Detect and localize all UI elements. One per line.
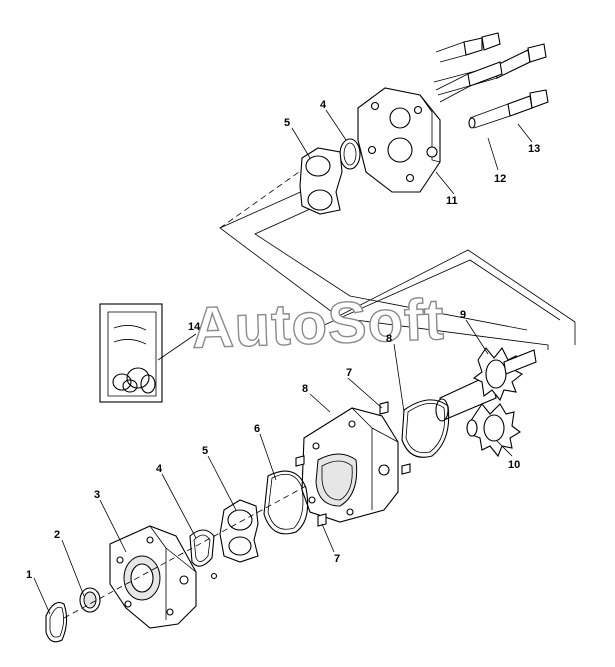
callout-numbers: 1 2 3 4 5 6 7 7 8 8 9 10 11 12 13 14 5 4 — [26, 99, 540, 581]
callout-14: 14 — [188, 321, 201, 333]
callout-11: 11 — [446, 195, 458, 207]
part-5-upper-bushing-block — [299, 147, 343, 215]
bolt-1 — [435, 32, 501, 63]
part-5-lower-bushing-block — [219, 499, 259, 563]
callout-9: 9 — [460, 309, 466, 321]
part-2-shaft-seal — [79, 587, 101, 613]
part-9-drive-gear-shaft — [435, 346, 537, 422]
bolt-4 — [468, 89, 549, 129]
callout-8-body: 8 — [302, 383, 308, 395]
callout-7-lower: 7 — [334, 553, 340, 565]
part-8-pump-body — [301, 407, 399, 523]
part-14-seal-kit-bag — [99, 303, 163, 403]
callout-5-upper: 5 — [284, 117, 290, 129]
assembly-centerline — [63, 485, 307, 619]
part-1-snap-ring — [45, 601, 68, 643]
part-7-dowel-pins — [295, 401, 411, 527]
part-10-driven-gear — [466, 403, 521, 458]
callout-5-lower: 5 — [202, 445, 208, 457]
part-4-upper-retainer-ring — [339, 138, 361, 170]
part-6-rear-gasket — [401, 399, 450, 458]
callout-4-lower: 4 — [156, 463, 163, 475]
callout-8-upper: 8 — [386, 333, 392, 345]
bolt-3 — [435, 61, 503, 103]
callout-13: 13 — [528, 143, 540, 155]
leader-lines — [33, 109, 533, 615]
callout-10: 10 — [508, 459, 520, 471]
callout-1: 1 — [26, 569, 32, 581]
callout-2: 2 — [54, 529, 60, 541]
part-11-rear-cover — [357, 87, 441, 193]
part-12-13-bolts — [433, 32, 549, 129]
watermark-text: AutoSoft — [191, 287, 446, 361]
callout-6: 6 — [254, 423, 260, 435]
callout-7-upper: 7 — [346, 367, 352, 379]
part-4-lower-retainer-ring — [189, 529, 218, 580]
part-3-front-flange — [109, 525, 197, 629]
callout-12: 12 — [494, 173, 506, 185]
callout-4-upper: 4 — [320, 99, 327, 111]
part-6-front-gasket — [263, 470, 309, 535]
callout-3: 3 — [94, 489, 100, 501]
